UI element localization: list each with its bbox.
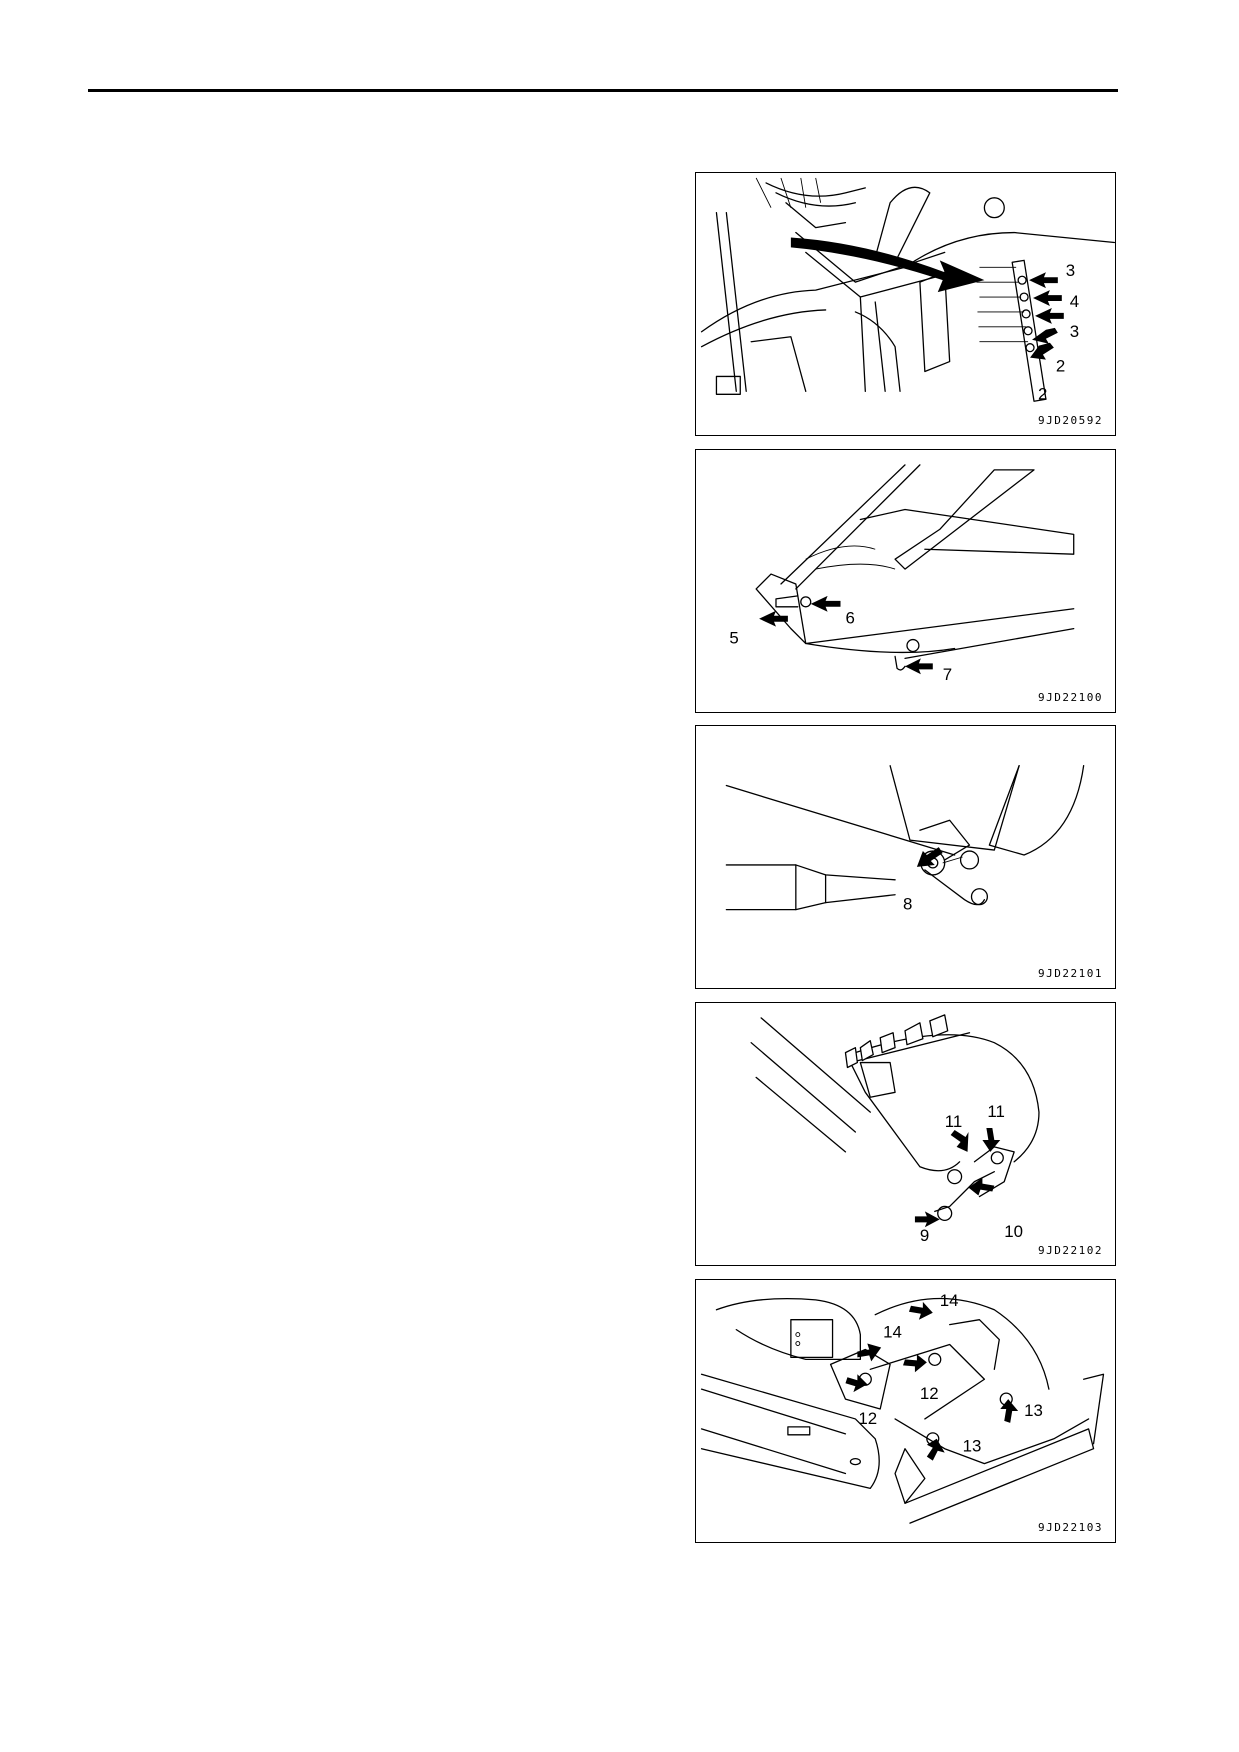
callout-label: 10: [1004, 1222, 1023, 1241]
pointer-arrow-icon: [905, 658, 933, 675]
callout-label: 13: [1024, 1401, 1043, 1420]
pointer-arrow-icon: [982, 1128, 1001, 1152]
bucket-pin-grease-fittings-illustration: 11 11 9 10: [750, 1014, 1040, 1245]
callout-label: 7: [943, 665, 952, 684]
figure-code: 9JD22103: [1038, 1521, 1103, 1534]
figure-code: 9JD22102: [1038, 1244, 1103, 1257]
callout-label: 13: [963, 1437, 982, 1456]
callout-label: 9: [920, 1226, 929, 1245]
pointer-arrow-icon: [1000, 1399, 1019, 1423]
figure-code: 9JD22101: [1038, 967, 1103, 980]
callout-label: 4: [1070, 292, 1079, 311]
pointer-arrow-icon: [1032, 327, 1058, 344]
pointer-arrow-icon: [1035, 307, 1064, 324]
figure-panel-1: 3 4 3 2 2 9JD20592: [695, 172, 1116, 436]
pointer-arrow-icon: [908, 1301, 933, 1320]
pointer-arrow-icon: [903, 1354, 927, 1373]
callout-label: 12: [858, 1409, 877, 1428]
callout-label: 11: [945, 1112, 963, 1131]
callout-label: 12: [920, 1384, 939, 1403]
callout-label: 8: [903, 895, 912, 914]
callout-label: 14: [883, 1323, 902, 1342]
callout-label: 3: [1066, 261, 1075, 280]
figure-panel-5: 14 14 12 12 13 13 9JD22103: [695, 1279, 1116, 1543]
pointer-arrow-icon: [968, 1177, 995, 1196]
callout-label: 2: [1038, 384, 1047, 403]
pointer-arrow-icon: [1030, 342, 1054, 360]
pointer-arrow-icon: [914, 1211, 940, 1228]
callout-label: 14: [940, 1291, 959, 1310]
callout-label: 2: [1056, 356, 1065, 375]
pointer-arrow-icon: [810, 595, 841, 612]
cab-grease-fittings-illustration: 3 4 3 2 2: [700, 177, 1115, 403]
arm-bucket-link-grease-fitting-illustration: 8: [725, 765, 1085, 914]
callout-label: 5: [729, 629, 738, 648]
figure-panel-2: 6 5 7 9JD22100: [695, 449, 1116, 713]
pointer-arrow-icon: [926, 1438, 945, 1461]
figure-code: 9JD22100: [1038, 691, 1103, 704]
figure-code: 9JD20592: [1038, 414, 1103, 427]
pointer-arrow-icon: [1033, 290, 1062, 306]
pointer-arrow-icon: [857, 1343, 882, 1362]
pointer-arrow-icon: [1029, 272, 1058, 289]
callout-label: 11: [987, 1102, 1005, 1121]
pointer-arrow-icon: [950, 1130, 969, 1152]
pointer-arrow-icon: [759, 610, 788, 627]
figure-panel-4: 11 11 9 10 9JD22102: [695, 1002, 1116, 1266]
header-rule: [88, 89, 1118, 92]
callout-label: 6: [845, 609, 854, 628]
pointer-arrow-icon: [845, 1374, 868, 1393]
figure-panel-3: 8 9JD22101: [695, 725, 1116, 989]
pointer-arrow-icon: [916, 847, 943, 867]
blade-cylinder-grease-fittings-illustration: 14 14 12 12 13 13: [700, 1291, 1105, 1524]
boom-foot-grease-fittings-illustration: 6 5 7: [729, 464, 1075, 684]
callout-label: 3: [1070, 322, 1079, 341]
